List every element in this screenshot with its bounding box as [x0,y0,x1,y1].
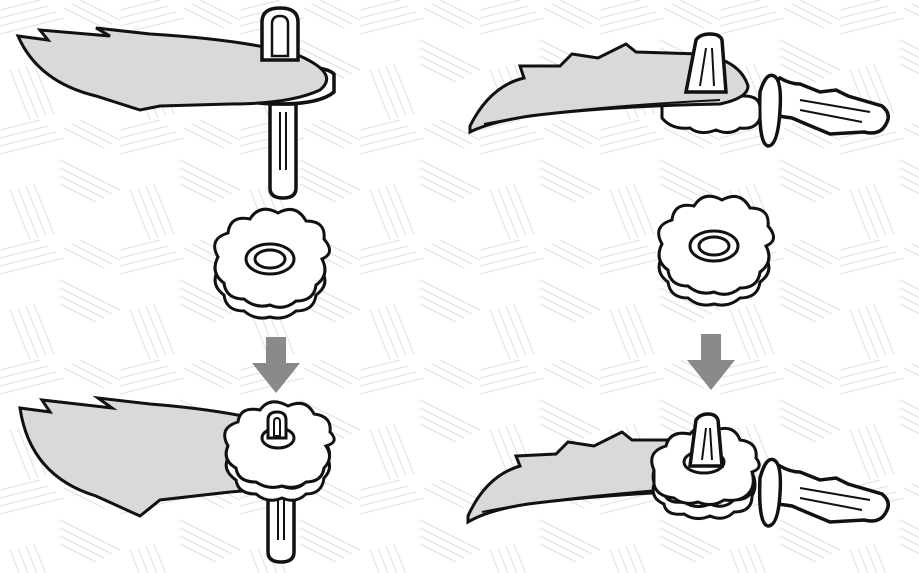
flat-panel [15,26,329,112]
figure-curved-panel-after [466,412,890,528]
clip-flange [757,457,783,528]
flower-washer-icon [213,207,332,320]
figure-curved-panel-before [468,32,890,148]
figure-flat-panel-before [15,6,336,200]
figure-flat-panel-after [18,395,336,564]
clip-flange [757,73,783,148]
clip-stem [268,102,298,200]
clip-head [683,32,728,94]
clip-head [688,412,724,468]
flower-washer-icon [657,194,776,307]
